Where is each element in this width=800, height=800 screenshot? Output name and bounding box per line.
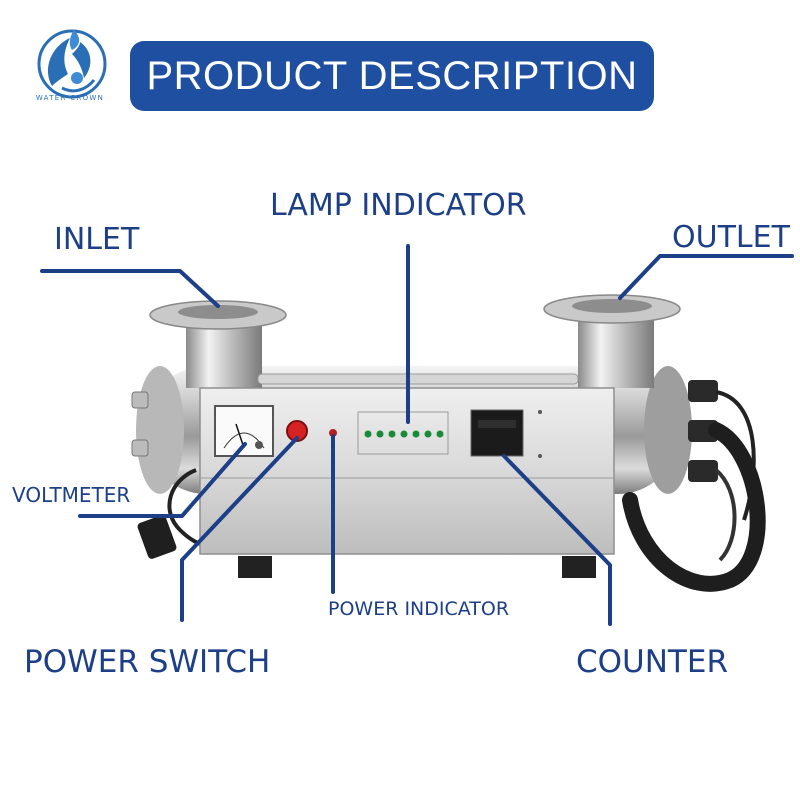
voltmeter-label: VOLTMETER (12, 483, 131, 507)
outlet-label: OUTLET (672, 220, 790, 255)
cable-glands (622, 380, 766, 592)
power-indicator-label: POWER INDICATOR (328, 598, 510, 620)
water-crown-logo-icon (37, 29, 107, 99)
lamp-indicator-leds (364, 430, 444, 438)
counter-label: COUNTER (576, 644, 728, 680)
page-title: PRODUCT DESCRIPTION (146, 53, 638, 98)
title-banner: PRODUCT DESCRIPTION (130, 41, 654, 111)
end-cap-bolts (131, 391, 149, 457)
mounting-feet (238, 556, 596, 578)
inlet-callout-line (40, 269, 220, 308)
inlet-pipe (149, 300, 287, 388)
power-switch-label: POWER SWITCH (24, 644, 271, 680)
outlet-callout-line (618, 254, 794, 300)
outlet-pipe (543, 294, 681, 388)
voltmeter-callout-line (78, 442, 247, 518)
lamp-indicator-label: LAMP INDICATOR (270, 188, 527, 223)
power-switch-callout-line (180, 436, 299, 622)
counter-callout-line (502, 454, 612, 626)
logo-brand-name: WATER CROWN (35, 94, 105, 102)
inlet-label: INLET (54, 222, 140, 257)
